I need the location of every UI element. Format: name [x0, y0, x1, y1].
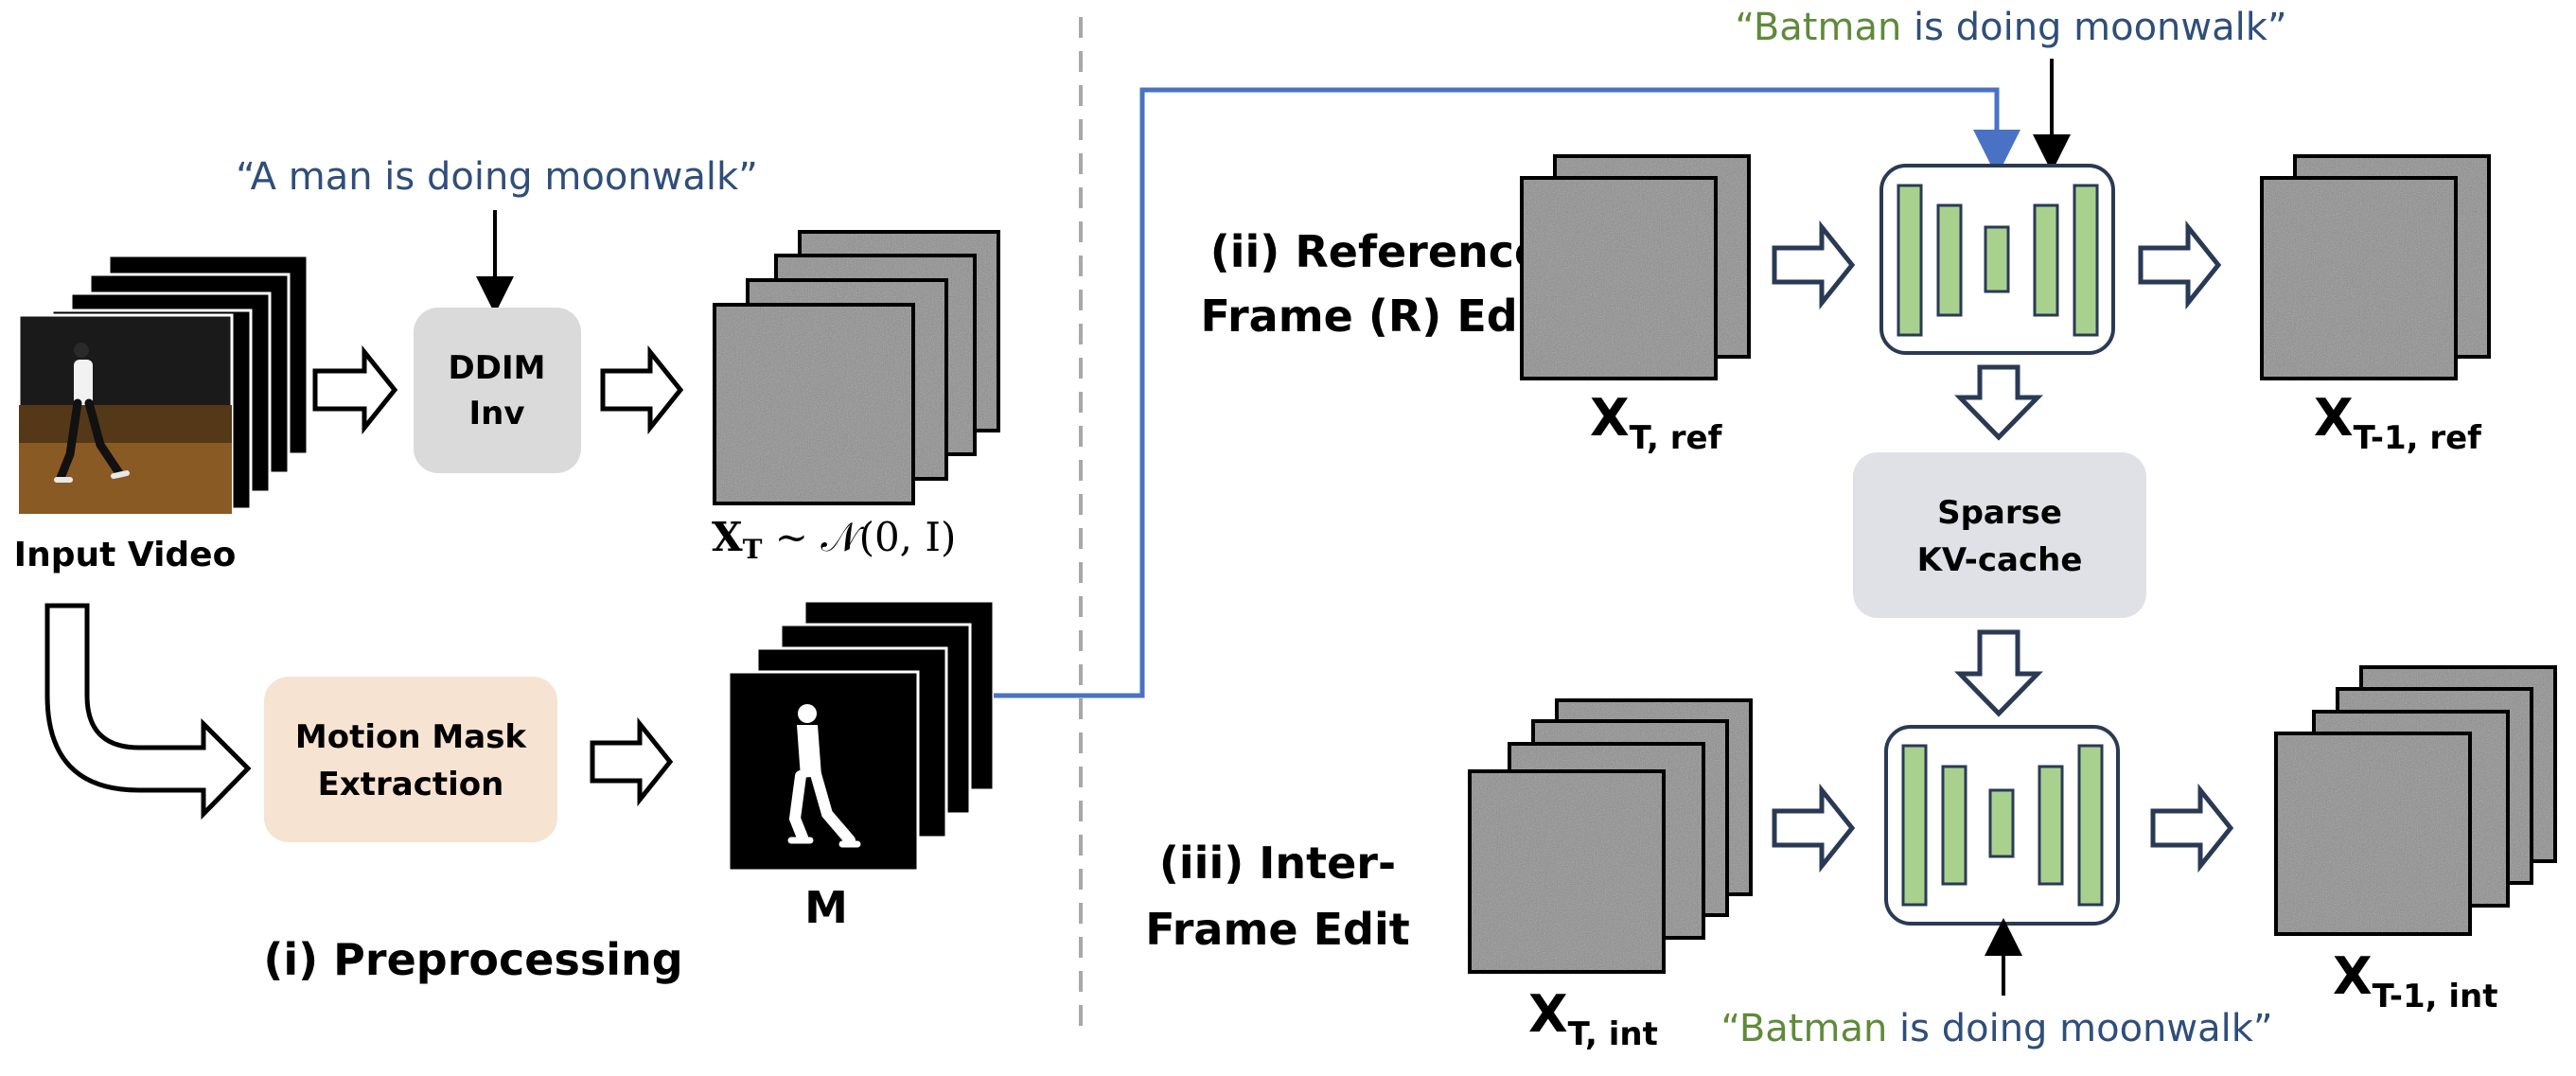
inter-title-line2: Frame Edit	[1145, 904, 1409, 955]
motion-mask-line1: Motion Mask	[295, 718, 528, 756]
noise-latent-label: XT ∼ 𝒩(0, I)	[712, 514, 956, 565]
arrow-ref-out-unet	[2138, 220, 2222, 310]
arrow-unet-to-kv	[1954, 364, 2043, 441]
mask-connector-line	[994, 87, 2020, 698]
motion-mask-line2: Extraction	[318, 766, 504, 803]
arrow-ddim-to-noise	[600, 344, 684, 435]
input-video-label: Input Video	[14, 536, 237, 574]
arrow-int-out-unet	[2150, 783, 2234, 873]
noise-latent-stack	[713, 230, 1000, 505]
arrow-ref-into-unet	[1772, 220, 1856, 310]
kv-cache-line1: Sparse	[1937, 494, 2062, 532]
reference-input-label: XT, ref	[1590, 388, 1723, 457]
kv-cache-line2: KV-cache	[1917, 541, 2083, 579]
ddim-inv-box	[414, 308, 581, 473]
arrow-mask-to-stack	[590, 716, 674, 807]
reference-output-stack	[2260, 154, 2491, 380]
inter-input-stack	[1468, 698, 1753, 974]
reference-title-line2: Frame (R) Edit	[1201, 291, 1554, 342]
motion-mask-box	[264, 677, 557, 842]
ddim-label-line1: DDIM	[449, 349, 546, 387]
arrow-kv-to-unet	[1954, 629, 2043, 717]
ddim-label-line2: Inv	[468, 395, 524, 432]
mask-silhouette	[787, 704, 861, 848]
arrow-video-to-mask	[44, 603, 252, 820]
inter-title-line1: (iii) Inter-	[1159, 838, 1396, 889]
section-title-preprocessing: (i) Preprocessing	[263, 934, 682, 985]
arrow-video-to-ddim	[312, 344, 398, 435]
input-video-stack	[17, 254, 309, 516]
reference-unet	[1879, 164, 2115, 355]
inter-unet	[1884, 725, 2120, 926]
arrow-int-into-unet	[1772, 783, 1856, 873]
inter-input-label: XT, int	[1528, 984, 1658, 1053]
reference-prompt: “Batman is doing moonwalk”	[1735, 6, 2286, 49]
dancer-figure	[54, 343, 130, 483]
preprocess-prompt: “A man is doing moonwalk”	[236, 155, 758, 199]
sparse-kv-cache-box	[1853, 452, 2146, 618]
inter-prompt: “Batman is doing moonwalk”	[1720, 1007, 2272, 1050]
reference-output-label: XT-1, ref	[2314, 388, 2482, 457]
inter-output-label: XT-1, int	[2333, 946, 2497, 1015]
mask-label: M	[804, 882, 848, 933]
inter-output-stack	[2274, 665, 2557, 936]
reference-title-line1: (ii) Reference	[1210, 226, 1544, 277]
motion-mask-stack	[727, 599, 996, 873]
reference-input-stack	[1520, 154, 1751, 380]
